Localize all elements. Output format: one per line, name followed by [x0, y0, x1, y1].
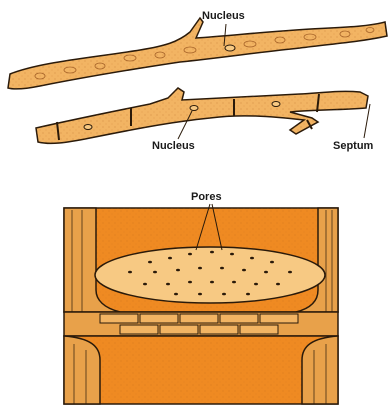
label-septum: Septum: [333, 140, 373, 152]
lower-left-wall: [64, 336, 100, 404]
septal-plate: [95, 247, 325, 303]
nucleus-top: [225, 45, 235, 51]
label-nucleus-top: Nucleus: [202, 10, 245, 22]
septum-pointer: [364, 104, 370, 138]
lower-right-wall: [302, 336, 338, 404]
septate-nucleus-1: [84, 125, 92, 130]
label-nucleus-bottom: Nucleus: [152, 140, 195, 152]
septum-closeup: [64, 204, 338, 404]
coenocytic-hypha-texture: [8, 18, 387, 89]
septate-nucleus-2: [190, 106, 198, 111]
septate-nucleus-3: [272, 102, 280, 107]
label-pores: Pores: [191, 191, 222, 203]
coenocytic-hypha: [8, 18, 387, 89]
septate-hypha: [36, 88, 370, 143]
